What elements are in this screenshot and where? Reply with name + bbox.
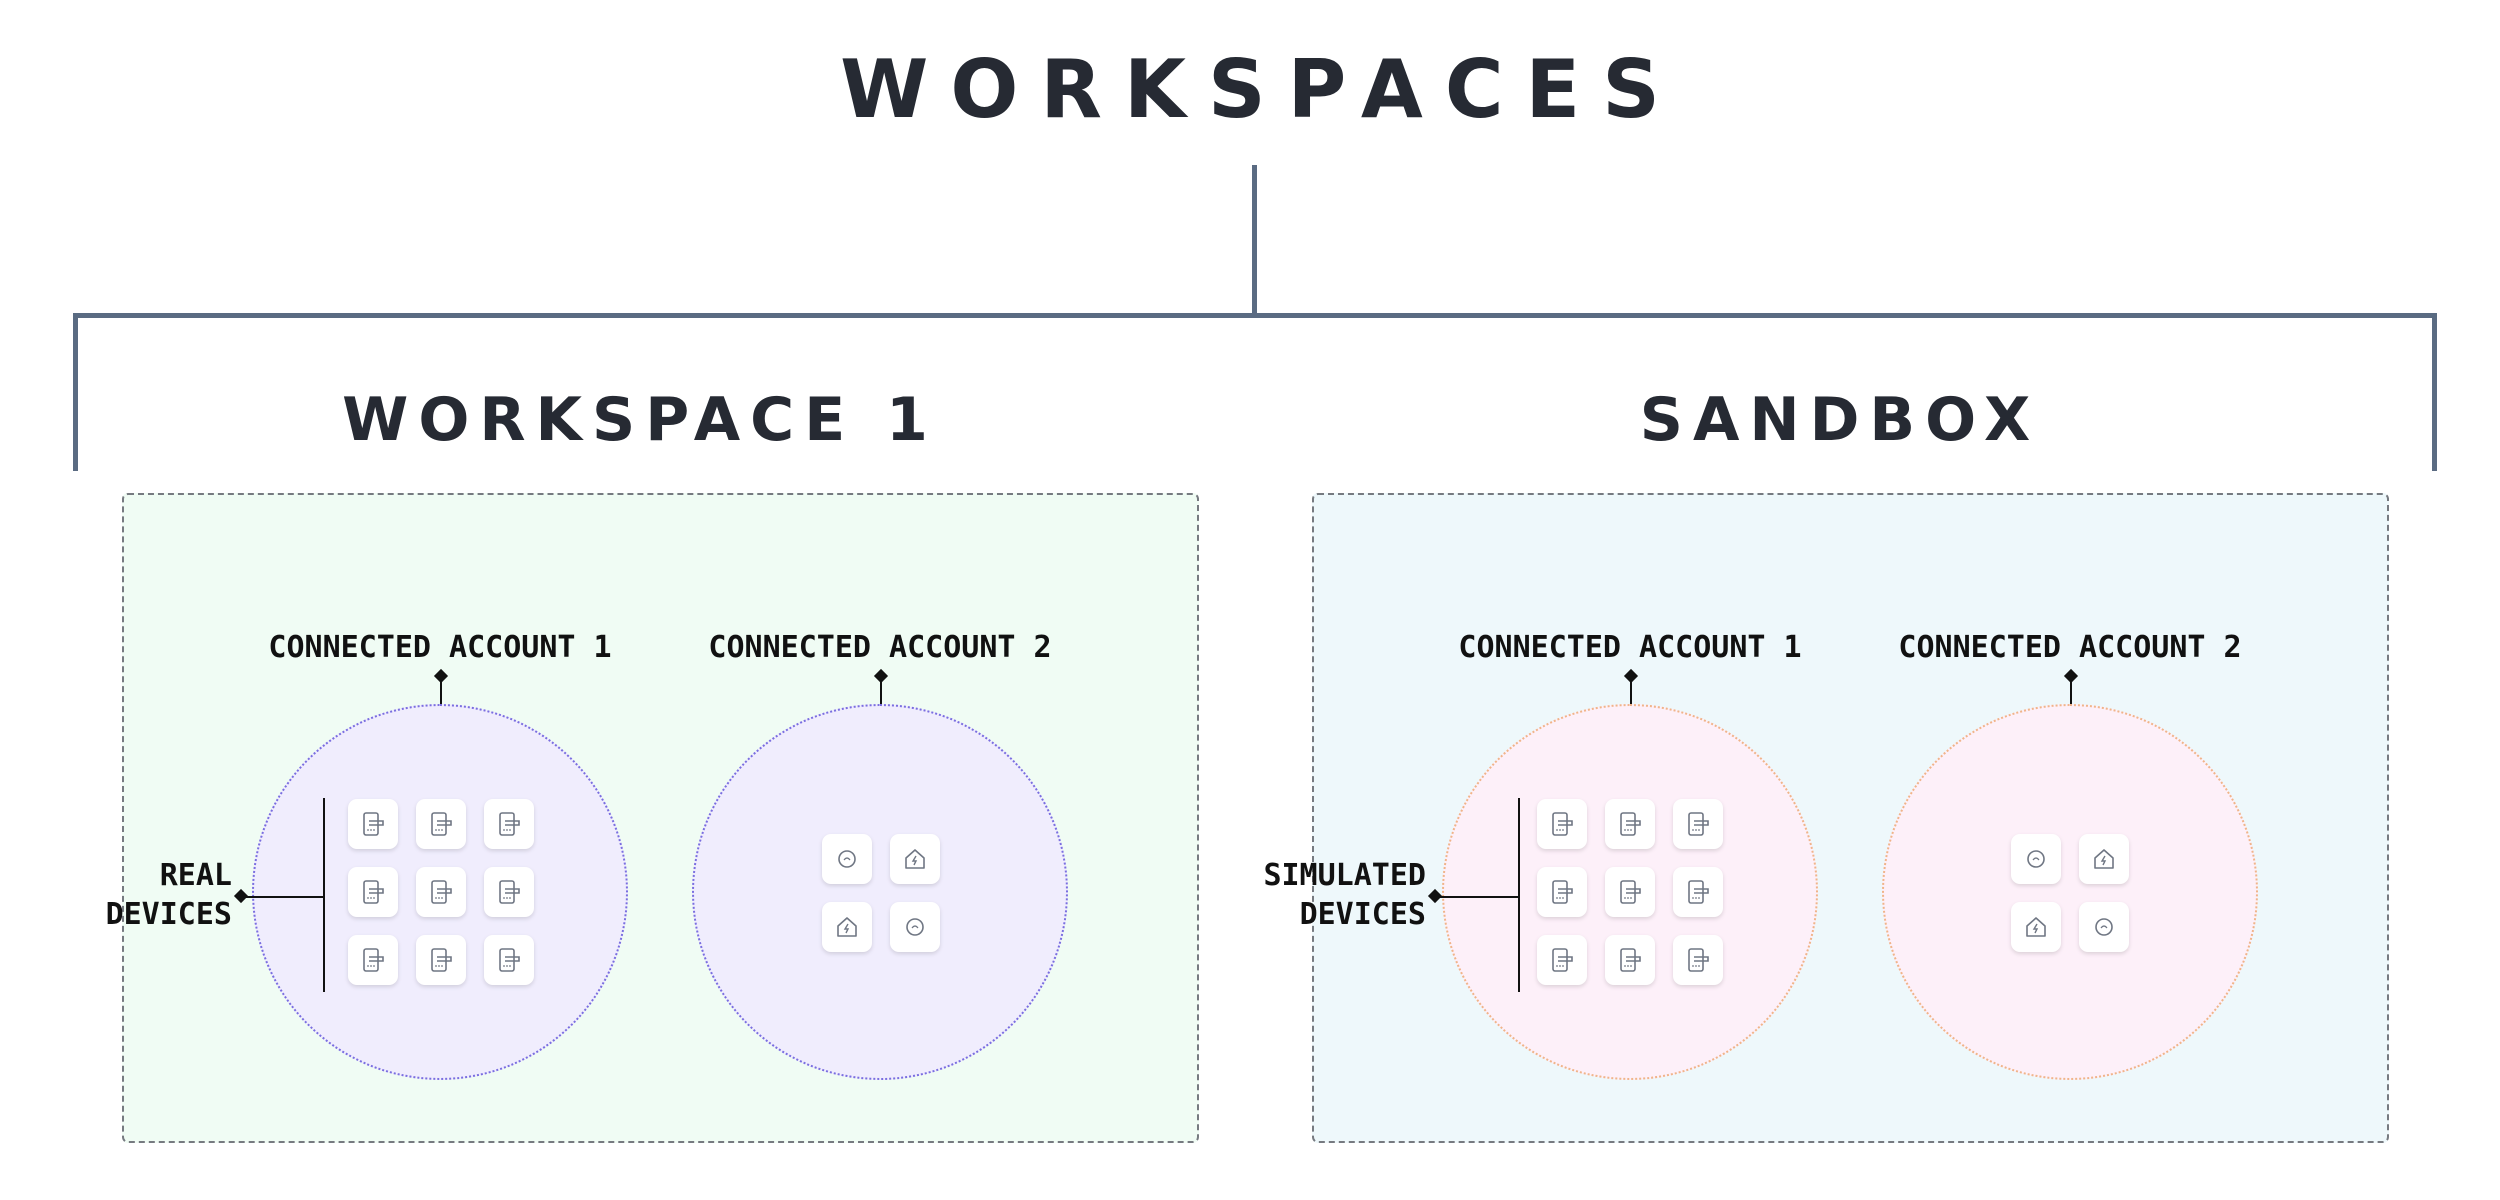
home-device-tile[interactable] — [890, 834, 940, 884]
real-devices-label: REAL DEVICES — [40, 856, 232, 934]
lock-device-tile[interactable] — [1537, 935, 1587, 985]
lock-icon — [1688, 948, 1709, 972]
lock-icon — [499, 880, 520, 904]
devices-bracket — [1518, 798, 1520, 992]
lock-device-tile[interactable] — [1605, 935, 1655, 985]
lock-icon — [499, 812, 520, 836]
home-icon — [2094, 849, 2114, 869]
lock-icon — [431, 948, 452, 972]
devices-bracket — [323, 798, 325, 992]
devices-label-line: DEVICES — [1299, 897, 1426, 932]
lock-icon — [1552, 948, 1573, 972]
home-device-tile[interactable] — [2079, 834, 2129, 884]
lock-icon — [1620, 812, 1641, 836]
connected-account-1-circle — [252, 704, 628, 1080]
home-device-tile[interactable] — [2011, 902, 2061, 952]
thermostat-icon — [906, 918, 924, 936]
lock-device-tile[interactable] — [416, 867, 466, 917]
simulated-devices-label: SIMULATED DEVICES — [1200, 856, 1426, 934]
lock-device-tile[interactable] — [1605, 799, 1655, 849]
thermostat-device-tile[interactable] — [890, 902, 940, 952]
thermostat-device-tile[interactable] — [822, 834, 872, 884]
thermostat-device-tile[interactable] — [2011, 834, 2061, 884]
lock-icon — [431, 812, 452, 836]
lock-icon — [1688, 880, 1709, 904]
workspace-1-title: WORKSPACE 1 — [342, 385, 938, 455]
devices-label-line: DEVICES — [105, 897, 232, 932]
connected-account-1-label: CONNECTED ACCOUNT 1 — [1458, 630, 1802, 665]
thermostat-device-tile[interactable] — [2079, 902, 2129, 952]
lock-icon — [1552, 812, 1573, 836]
lock-icon — [499, 948, 520, 972]
lock-icon — [1620, 880, 1641, 904]
home-device-tile[interactable] — [822, 902, 872, 952]
lock-device-tile[interactable] — [1673, 935, 1723, 985]
lock-device-tile[interactable] — [1673, 867, 1723, 917]
lock-device-tile[interactable] — [416, 935, 466, 985]
lock-icon — [1620, 948, 1641, 972]
lock-device-tile[interactable] — [484, 935, 534, 985]
lock-icon — [363, 948, 384, 972]
lock-icon — [363, 880, 384, 904]
devices-label-line: SIMULATED — [1263, 858, 1426, 893]
page-title: WORKSPACES — [840, 43, 1682, 136]
lock-device-tile[interactable] — [1605, 867, 1655, 917]
lock-device-tile[interactable] — [484, 799, 534, 849]
thermostat-icon — [2027, 850, 2045, 868]
lock-icon — [1688, 812, 1709, 836]
lock-device-tile[interactable] — [1537, 867, 1587, 917]
lock-icon — [431, 880, 452, 904]
tree-left-branch — [73, 313, 78, 471]
lock-device-tile[interactable] — [416, 799, 466, 849]
lock-icon — [363, 812, 384, 836]
thermostat-icon — [838, 850, 856, 868]
devices-label-line: REAL — [159, 858, 232, 893]
connected-account-1-label: CONNECTED ACCOUNT 1 — [268, 630, 612, 665]
lock-device-tile[interactable] — [348, 799, 398, 849]
tree-right-branch — [2432, 313, 2437, 471]
lock-device-tile[interactable] — [348, 935, 398, 985]
home-icon — [905, 849, 925, 869]
sandbox-title: SANDBOX — [1639, 385, 2041, 455]
devices-connector — [1434, 896, 1519, 898]
tree-stem — [1252, 165, 1257, 316]
connected-account-2-label: CONNECTED ACCOUNT 2 — [1898, 630, 2242, 665]
connected-account-2-label: CONNECTED ACCOUNT 2 — [708, 630, 1052, 665]
devices-connector — [240, 896, 324, 898]
lock-device-tile[interactable] — [1537, 799, 1587, 849]
connected-account-2-circle — [692, 704, 1068, 1080]
lock-icon — [1552, 880, 1573, 904]
home-icon — [2026, 917, 2046, 937]
connected-account-2-circle — [1882, 704, 2258, 1080]
tree-crossbar — [73, 313, 2437, 318]
lock-device-tile[interactable] — [1673, 799, 1723, 849]
thermostat-icon — [2095, 918, 2113, 936]
lock-device-tile[interactable] — [348, 867, 398, 917]
home-icon — [837, 917, 857, 937]
lock-device-tile[interactable] — [484, 867, 534, 917]
